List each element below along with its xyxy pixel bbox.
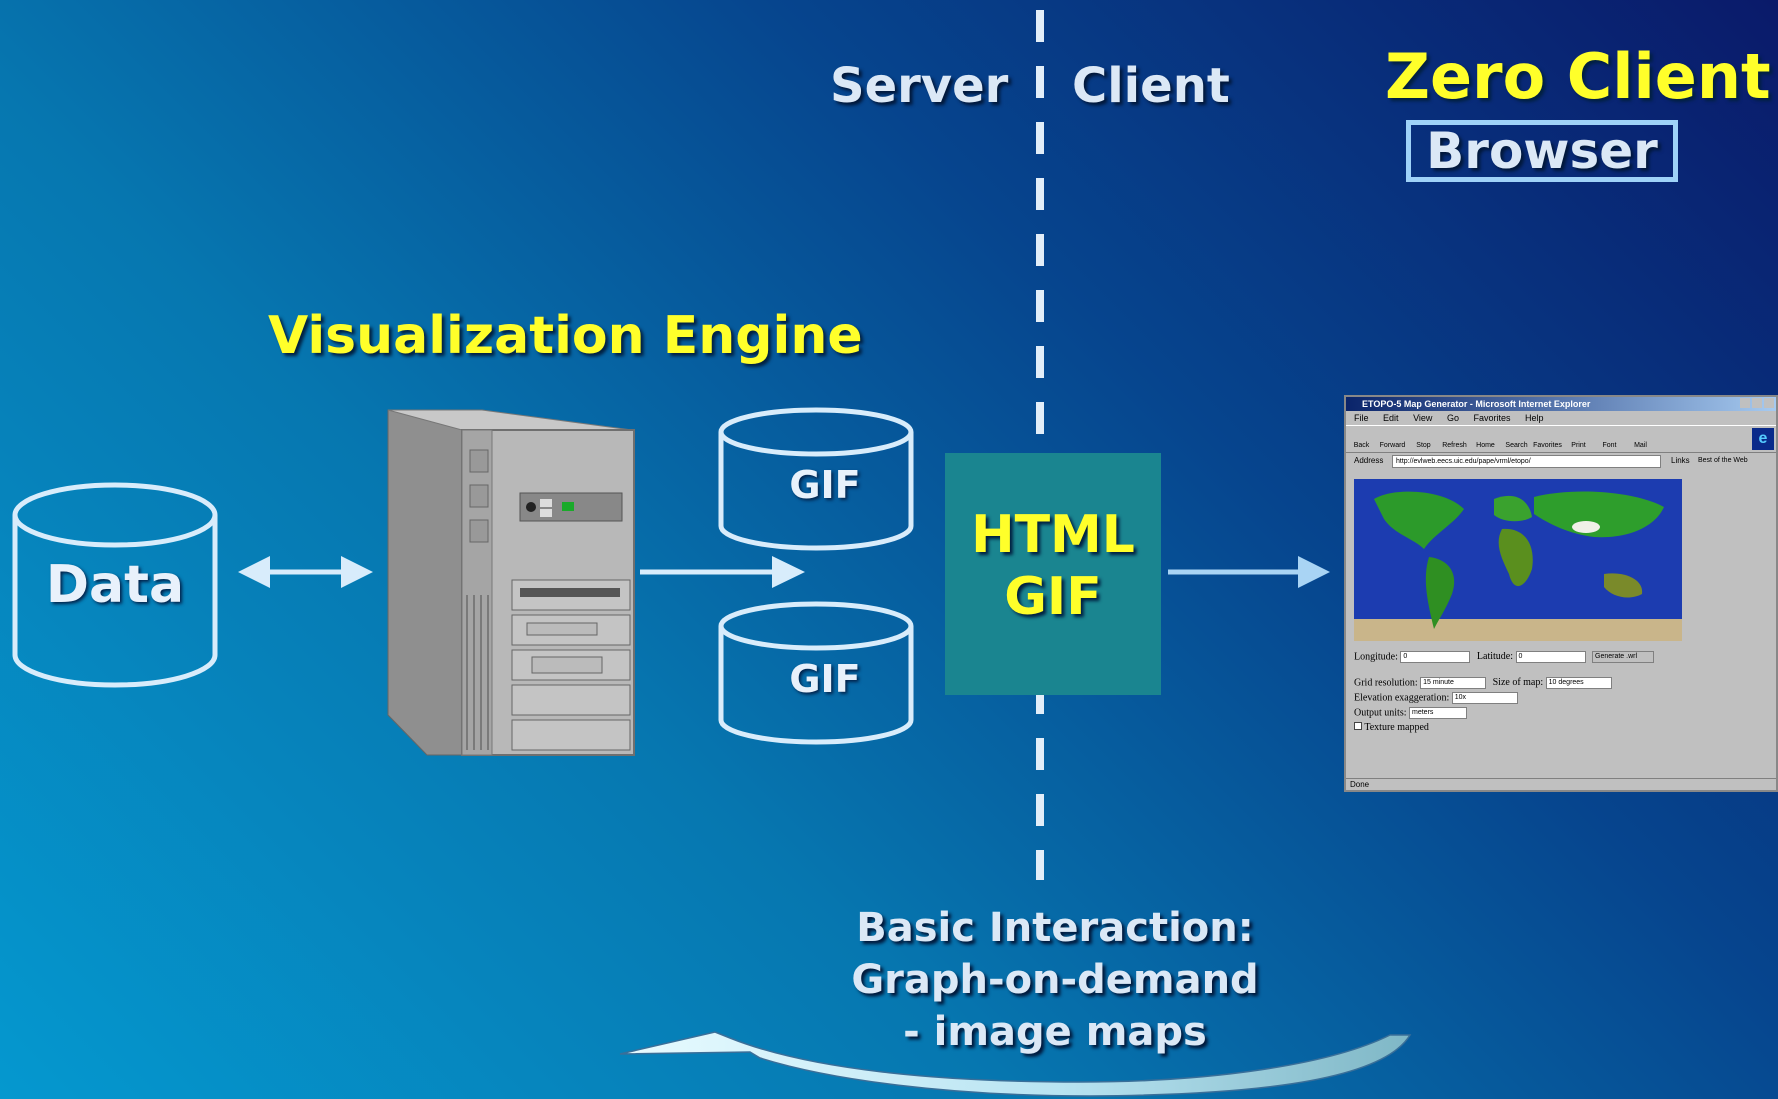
server-label: Server xyxy=(830,58,1009,114)
toolbar-favorites-button[interactable]: Favorites xyxy=(1533,442,1562,449)
map-size-select[interactable]: 10 degrees xyxy=(1545,677,1612,689)
gif-cylinder-bottom xyxy=(718,601,914,745)
texture-mapped-label: Texture mapped xyxy=(1364,722,1429,733)
window-controls[interactable] xyxy=(1738,398,1774,412)
output-units-select[interactable]: meters xyxy=(1409,707,1468,719)
grid-resolution-select[interactable]: 15 minute xyxy=(1420,677,1487,689)
latitude-label: Latitude: xyxy=(1476,651,1513,663)
server-client-divider xyxy=(1036,10,1044,880)
visualization-engine-title: Visualization Engine xyxy=(268,306,863,366)
menu-help[interactable]: Help xyxy=(1525,413,1544,423)
grid-row: Grid resolution: 15 minute Size of map: … xyxy=(1354,677,1612,689)
server-tower-icon xyxy=(387,409,635,756)
texture-mapped-checkbox[interactable] xyxy=(1354,722,1362,730)
interaction-line3: - image maps xyxy=(903,1009,1207,1055)
menu-favorites[interactable]: Favorites xyxy=(1473,413,1511,423)
grid-resolution-label: Grid resolution: xyxy=(1354,677,1418,689)
engine-to-gif-arrow xyxy=(640,556,805,588)
toolbar-refresh-button[interactable]: Refresh xyxy=(1442,442,1467,449)
elevation-select[interactable]: 10x xyxy=(1451,692,1518,704)
output-units-label: Output units: xyxy=(1354,707,1407,719)
zero-client-title: Zero Client xyxy=(1385,40,1771,113)
browser-window: ETOPO-5 Map Generator - Microsoft Intern… xyxy=(1344,395,1778,792)
menu-edit[interactable]: Edit xyxy=(1383,413,1399,423)
toolbar-stop-button[interactable]: Stop xyxy=(1416,442,1431,449)
data-label: Data xyxy=(45,555,185,615)
html-gif-line1: HTML xyxy=(971,505,1135,565)
interaction-line2: Graph-on-demand xyxy=(851,957,1259,1003)
best-of-web-link[interactable]: Best of the Web xyxy=(1698,457,1748,464)
menu-go[interactable]: Go xyxy=(1446,413,1459,423)
client-label: Client xyxy=(1072,58,1230,114)
toolbar-home-button[interactable]: Home xyxy=(1476,442,1495,449)
browser-content: Longitude: 0 Latitude: 0 Generate .wrl G… xyxy=(1346,479,1714,733)
browser-menu-bar: File Edit View Go Favorites Help xyxy=(1346,411,1776,425)
html-gif-box: HTML GIF xyxy=(945,453,1161,695)
gif-cylinder-top xyxy=(718,407,914,551)
interaction-description: Basic Interaction: Graph-on-demand - ima… xyxy=(820,902,1290,1058)
latitude-input[interactable]: 0 xyxy=(1515,651,1586,663)
toolbar-search-button[interactable]: Search xyxy=(1505,442,1528,449)
toolbar-font-button[interactable]: Font xyxy=(1602,442,1617,449)
toolbar-mail-button[interactable]: Mail xyxy=(1634,442,1647,449)
texture-mapped-row: Texture mapped xyxy=(1354,722,1429,733)
elevation-row: Elevation exaggeration: 10x xyxy=(1354,692,1518,704)
browser-address-bar: Address http://evlweb.eecs.uic.edu/pape/… xyxy=(1346,453,1776,469)
browser-label-box: Browser xyxy=(1406,120,1678,182)
box-to-browser-arrow xyxy=(1168,556,1330,588)
browser-title-text: ETOPO-5 Map Generator - Microsoft Intern… xyxy=(1362,399,1591,409)
address-label: Address xyxy=(1354,456,1384,465)
gif-label-bottom: GIF xyxy=(789,657,861,701)
interaction-return-arrow xyxy=(619,1031,1412,1097)
links-label[interactable]: Links xyxy=(1671,456,1690,465)
coords-row: Longitude: 0 Latitude: 0 Generate .wrl xyxy=(1354,651,1654,663)
toolbar-print-button[interactable]: Print xyxy=(1571,442,1586,449)
interaction-line1: Basic Interaction: xyxy=(856,905,1254,951)
longitude-input[interactable]: 0 xyxy=(1400,651,1471,663)
generate-button[interactable]: Generate .wrl xyxy=(1592,651,1654,663)
menu-view[interactable]: View xyxy=(1413,413,1433,423)
data-cylinder xyxy=(12,482,218,688)
browser-toolbar: Back Forward Stop Refresh Home Search Favorite… xyxy=(1346,425,1776,453)
gif-label-top: GIF xyxy=(789,463,861,507)
world-map-image[interactable] xyxy=(1354,479,1682,641)
toolbar-back-button[interactable]: Back xyxy=(1353,442,1370,449)
browser-status-bar: Done xyxy=(1346,778,1776,790)
ie-logo-icon: e xyxy=(1752,428,1774,450)
address-input[interactable]: http://evlweb.eecs.uic.edu/pape/vrml/eto… xyxy=(1392,455,1661,468)
data-engine-double-arrow xyxy=(238,556,373,588)
map-size-label: Size of map: xyxy=(1492,677,1544,689)
longitude-label: Longitude: xyxy=(1354,651,1398,663)
html-gif-line2: GIF xyxy=(1004,567,1102,627)
browser-title-bar: ETOPO-5 Map Generator - Microsoft Intern… xyxy=(1346,397,1776,411)
elevation-label: Elevation exaggeration: xyxy=(1354,692,1450,704)
menu-file[interactable]: File xyxy=(1354,413,1369,423)
units-row: Output units: meters xyxy=(1354,707,1468,719)
toolbar-forward-button[interactable]: Forward xyxy=(1379,442,1406,449)
